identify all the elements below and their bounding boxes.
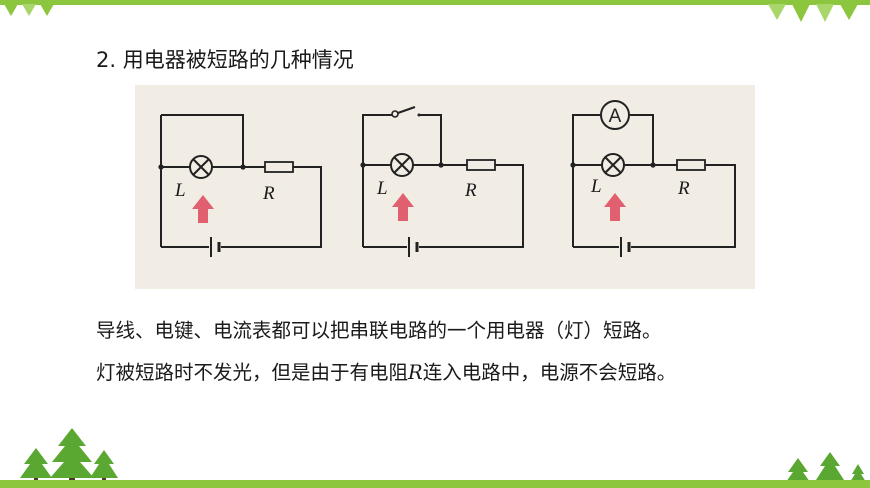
page-title: 2. 用电器被短路的几种情况 xyxy=(96,48,354,72)
lamp-icon xyxy=(189,155,213,179)
tree-icon xyxy=(20,428,118,484)
battery-icon xyxy=(207,235,223,259)
bunting-icon xyxy=(768,4,858,22)
resistor-label: R xyxy=(677,178,690,199)
arrow-up-icon xyxy=(192,195,214,223)
arrow-up-icon xyxy=(392,193,414,221)
circuit-wire-short: L R xyxy=(158,114,322,259)
junction-dot xyxy=(438,162,444,168)
lamp-label: L xyxy=(174,180,186,201)
lamp-label: L xyxy=(376,178,388,199)
bottom-accent-bar xyxy=(0,480,870,488)
circuit-ammeter-short: A L R xyxy=(570,100,736,259)
circuit-switch-short: L R xyxy=(360,106,524,259)
junction-dot xyxy=(360,162,366,168)
wire-lines xyxy=(362,106,524,248)
tree-icon xyxy=(786,452,866,482)
junction-dot xyxy=(570,162,576,168)
battery-icon xyxy=(617,235,633,259)
wire-lines xyxy=(572,114,736,248)
lamp-label: L xyxy=(590,176,602,197)
line2-text-before: 灯被短路时不发光，但是由于有电阻 xyxy=(96,361,409,384)
junction-dot xyxy=(650,162,656,168)
resistor-variable: R xyxy=(408,361,423,384)
wire-lines xyxy=(160,114,322,248)
bunting-icon xyxy=(4,4,54,16)
junction-dot xyxy=(158,164,164,170)
ammeter-icon: A xyxy=(600,100,630,130)
ammeter-label: A xyxy=(609,106,622,127)
arrow-up-icon xyxy=(604,193,626,221)
battery-icon xyxy=(405,235,421,259)
resistor-icon xyxy=(466,159,496,171)
lamp-icon xyxy=(601,153,625,177)
explanation-line-2: 灯被短路时不发光，但是由于有电阻R连入电路中，电源不会短路。 xyxy=(96,356,676,385)
resistor-icon xyxy=(264,161,294,173)
resistor-label: R xyxy=(262,183,275,204)
resistor-icon xyxy=(676,159,706,171)
circuit-figure: L R L R xyxy=(135,85,755,289)
line2-text-after: 连入电路中，电源不会短路。 xyxy=(422,361,677,384)
resistor-label: R xyxy=(464,180,477,201)
switch-icon xyxy=(391,110,421,118)
junction-dot xyxy=(240,164,246,170)
top-accent-bar xyxy=(0,0,870,5)
explanation-line-1: 导线、电键、电流表都可以把串联电路的一个用电器（灯）短路。 xyxy=(96,319,662,342)
lamp-icon xyxy=(390,153,414,177)
